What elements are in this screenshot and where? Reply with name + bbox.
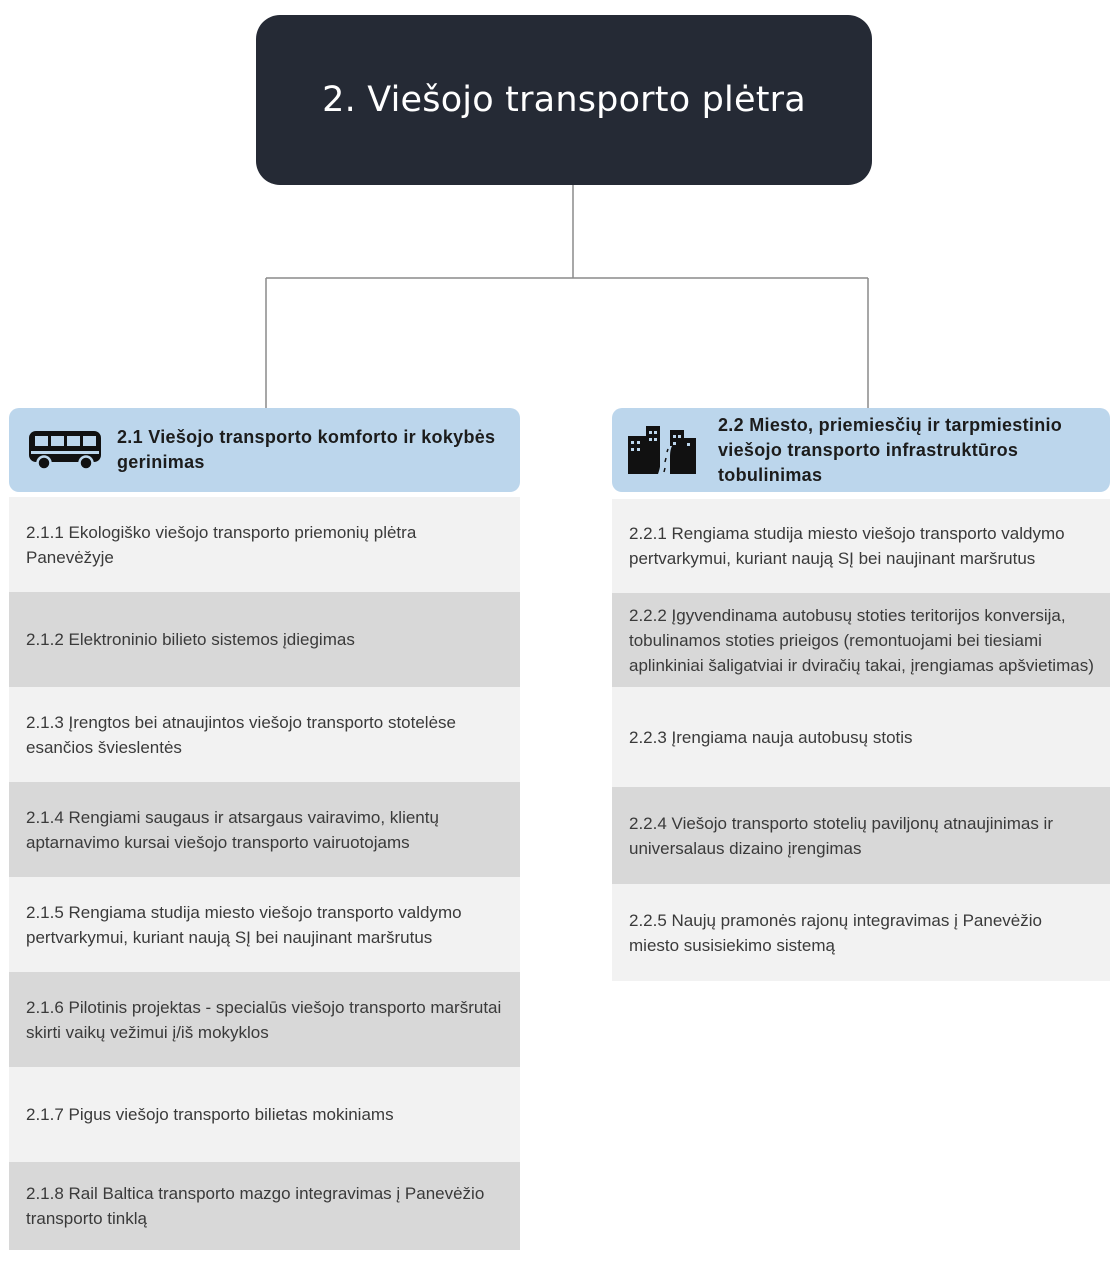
list-item: 2.2.5 Naujų pramonės rajonų integravimas… bbox=[612, 884, 1110, 981]
root-title: 2. Viešojo transporto plėtra bbox=[322, 80, 806, 120]
list-item: 2.2.1 Rengiama studija miesto viešojo tr… bbox=[612, 499, 1110, 593]
list-item: 2.2.3 Įrengiama nauja autobusų stotis bbox=[612, 687, 1110, 787]
list-item: 2.2.2 Įgyvendinama autobusų stoties teri… bbox=[612, 593, 1110, 687]
list-item: 2.1.6 Pilotinis projektas - specialūs vi… bbox=[9, 972, 520, 1067]
branch-infrastructure: 2.2 Miesto, priemiesčių ir tarpmiestinio… bbox=[612, 408, 1110, 981]
branch-heading-text: 2.2 Miesto, priemiesčių ir tarpmiestinio… bbox=[718, 414, 1063, 485]
city-road-icon bbox=[626, 424, 698, 476]
list-item: 2.1.7 Pigus viešojo transporto bilietas … bbox=[9, 1067, 520, 1162]
branch-heading: 2.1 Viešojo transporto komforto ir kokyb… bbox=[9, 408, 520, 492]
list-item: 2.1.3 Įrengtos bei atnaujintos viešojo t… bbox=[9, 687, 520, 782]
branch-heading: 2.2 Miesto, priemiesčių ir tarpmiestinio… bbox=[612, 408, 1110, 492]
list-item: 2.1.4 Rengiami saugaus ir atsargaus vair… bbox=[9, 782, 520, 877]
list-item: 2.1.8 Rail Baltica transporto mazgo inte… bbox=[9, 1162, 520, 1250]
list-item: 2.1.5 Rengiama studija miesto viešojo tr… bbox=[9, 877, 520, 972]
bus-icon bbox=[27, 429, 103, 471]
branch-heading-text: 2.1 Viešojo transporto komforto ir kokyb… bbox=[117, 427, 496, 472]
root-node: 2. Viešojo transporto plėtra bbox=[256, 15, 872, 185]
list-item: 2.1.1 Ekologiško viešojo transporto prie… bbox=[9, 497, 520, 592]
branch-items: 2.1.1 Ekologiško viešojo transporto prie… bbox=[9, 497, 520, 1250]
branch-transport-comfort: 2.1 Viešojo transporto komforto ir kokyb… bbox=[9, 408, 520, 1250]
list-item: 2.1.2 Elektroninio bilieto sistemos įdie… bbox=[9, 592, 520, 687]
list-item: 2.2.4 Viešojo transporto stotelių pavilj… bbox=[612, 787, 1110, 884]
branch-items: 2.2.1 Rengiama studija miesto viešojo tr… bbox=[612, 499, 1110, 981]
